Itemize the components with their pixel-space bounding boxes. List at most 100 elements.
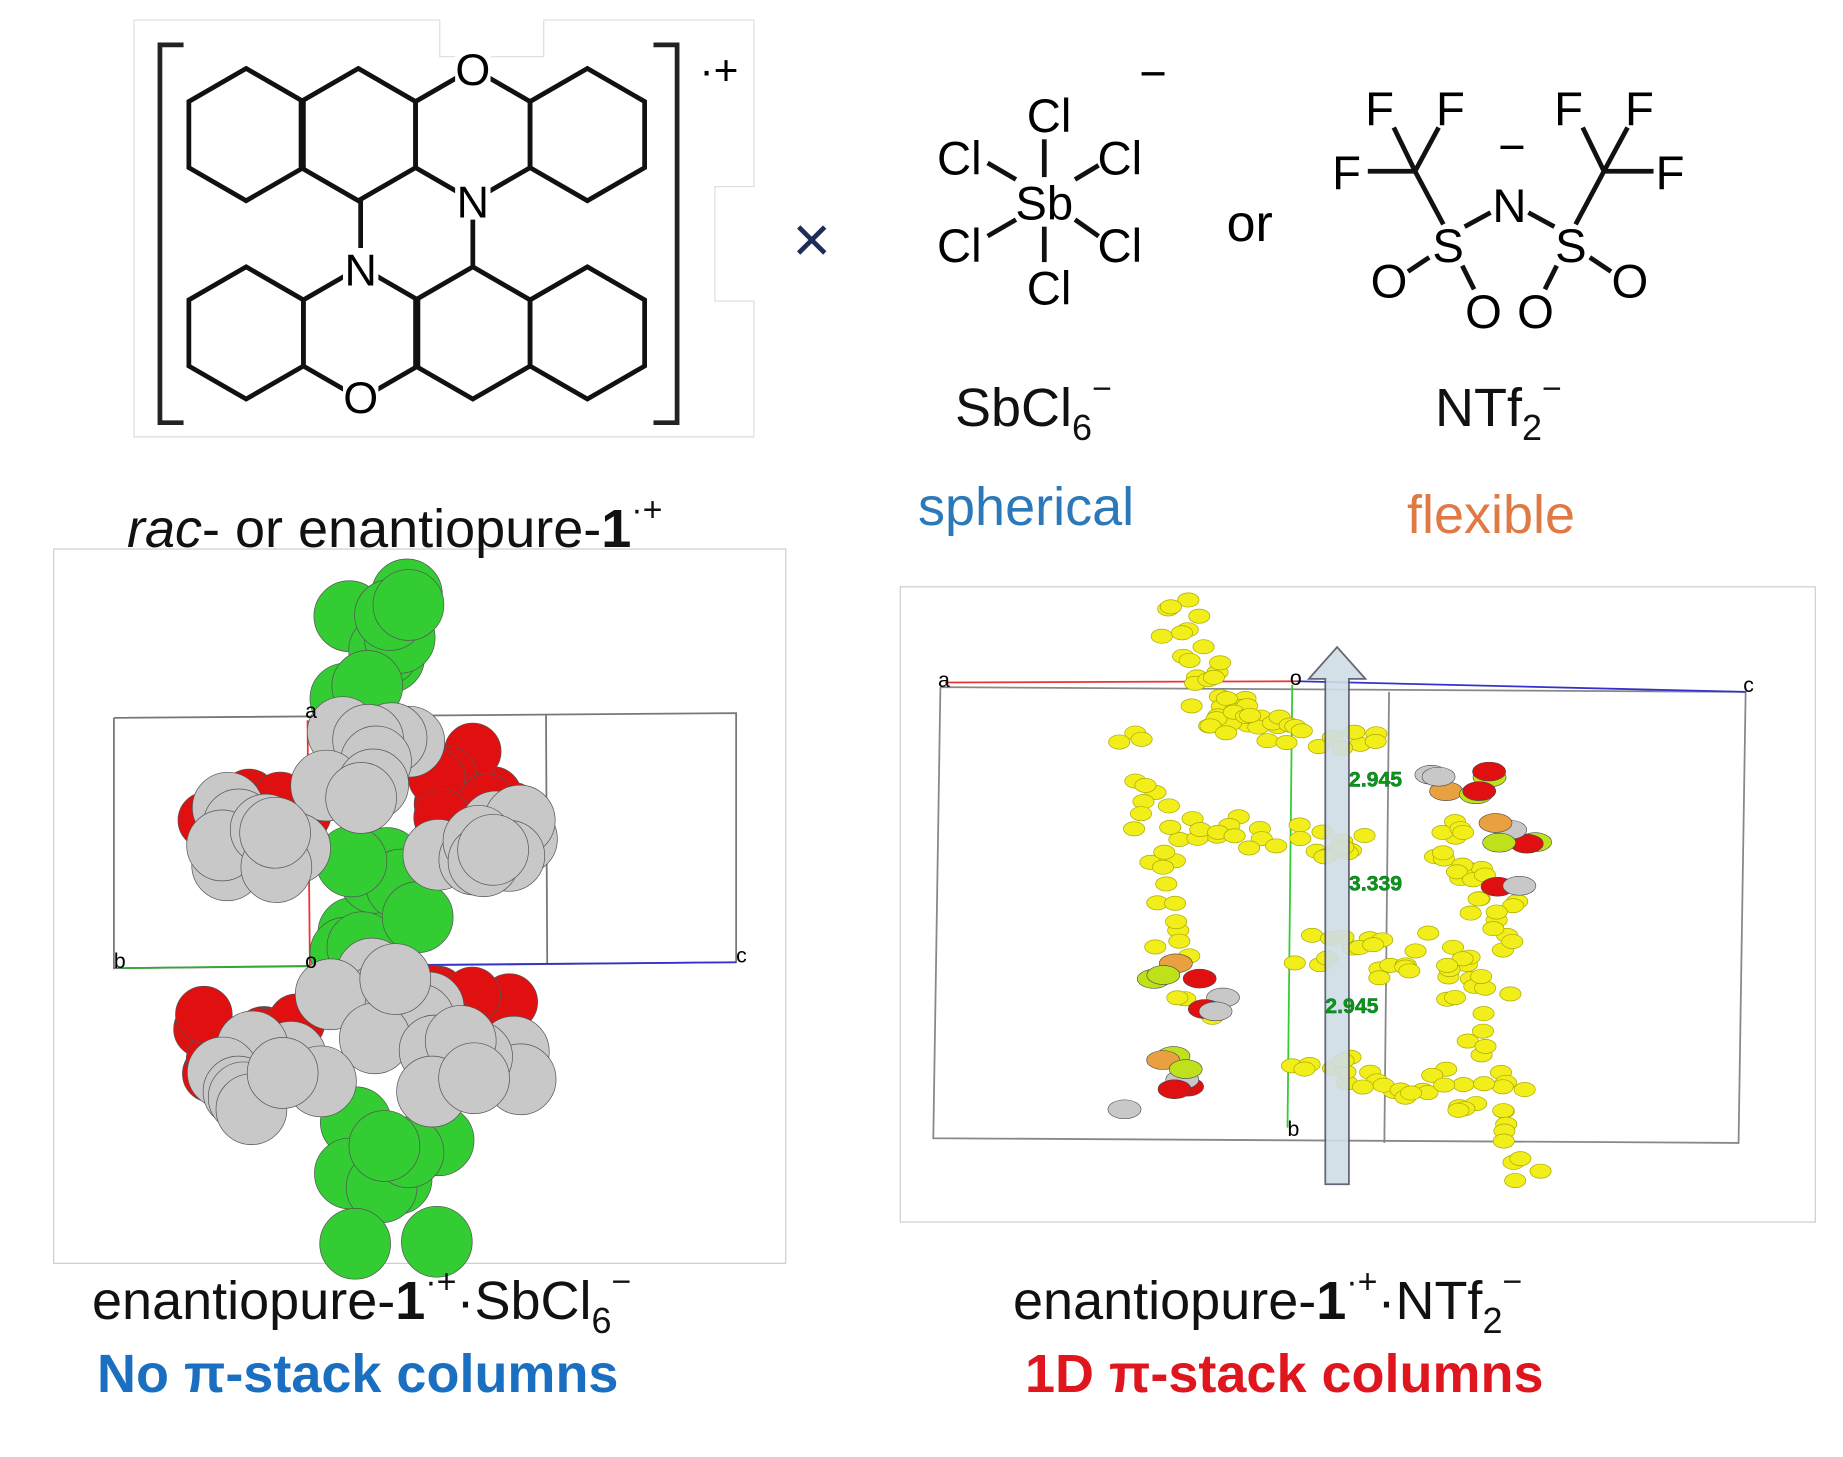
svg-text:a: a [305, 699, 317, 723]
anion-atom-ellipsoid [1182, 968, 1217, 989]
sbcl6-structure: Sb Cl Cl Cl Cl Cl Cl − [937, 48, 1167, 316]
stacking-arrow [1306, 645, 1368, 1186]
gray-atom-sphere [457, 814, 529, 886]
green-atom-sphere [348, 1110, 421, 1182]
carbon-atom-ellipsoid [1447, 1102, 1470, 1118]
svg-text:o: o [1290, 666, 1302, 690]
carbon-atom-ellipsoid [1151, 859, 1174, 875]
carbon-atom-ellipsoid [1239, 707, 1262, 723]
carbon-atom-ellipsoid [1223, 828, 1246, 844]
carbon-atom-ellipsoid [1130, 806, 1152, 822]
carbon-atom-ellipsoid [1238, 840, 1261, 856]
anion-atom-ellipsoid [1482, 832, 1516, 853]
anion-atom-ellipsoid [1146, 965, 1181, 985]
svg-text:c: c [736, 943, 747, 967]
ring-bond [527, 264, 647, 402]
svg-text:O: O [1371, 256, 1408, 309]
svg-text:O: O [1517, 286, 1554, 339]
carbon-atom-ellipsoid [1417, 925, 1440, 941]
ring-bond [527, 65, 647, 204]
ntf2-label: NTf2− [1435, 370, 1562, 448]
svg-text:O: O [1465, 286, 1502, 339]
carbon-atom-ellipsoid [1215, 725, 1238, 741]
carbon-atom-ellipsoid [1431, 845, 1454, 861]
anion-atom-ellipsoid [1107, 1099, 1142, 1120]
carbon-atom-ellipsoid [1159, 819, 1182, 835]
carbon-atom-ellipsoid [1400, 1085, 1423, 1101]
gray-atom-sphere [246, 1037, 319, 1109]
carbon-atom-ellipsoid [1165, 914, 1188, 930]
carbon-atom-ellipsoid [1501, 934, 1524, 949]
carbon-atom-ellipsoid [1288, 817, 1311, 833]
carbon-atom-ellipsoid [1421, 1067, 1444, 1083]
svg-text:F: F [1436, 83, 1465, 136]
carbon-atom-ellipsoid [1472, 1023, 1494, 1039]
carbon-atom-ellipsoid [1166, 990, 1189, 1006]
atom-sb: Sb [1015, 178, 1073, 231]
svg-text:3.339: 3.339 [1349, 871, 1402, 895]
anion-atom-ellipsoid [1462, 781, 1497, 801]
svg-text:2.945: 2.945 [1349, 767, 1402, 791]
svg-text:S: S [1432, 220, 1464, 273]
carbon-atom-ellipsoid [1474, 1038, 1497, 1054]
svg-text:−: − [1139, 48, 1167, 101]
svg-text:Cl: Cl [1027, 263, 1072, 316]
carbon-atom-ellipsoid [1473, 1076, 1495, 1092]
svg-text:Cl: Cl [1098, 133, 1143, 186]
anion-atom-ellipsoid [1157, 1079, 1192, 1099]
svg-text:c: c [1743, 673, 1754, 697]
ring-bond [186, 264, 306, 402]
times-sign: × [792, 203, 831, 277]
green-atom-sphere [319, 1208, 391, 1280]
atom-n-mid: N [457, 176, 489, 227]
green-atom-sphere [372, 569, 445, 641]
anion-atom-ellipsoid [1198, 1001, 1233, 1022]
carbon-atom-ellipsoid [1180, 698, 1203, 714]
ring-bond [298, 65, 418, 204]
cation-caption: rac- or enantiopure-1·+ [127, 491, 663, 559]
carbon-atom-ellipsoid [1504, 1173, 1527, 1188]
carbon-atom-ellipsoid [1123, 821, 1146, 837]
gray-atom-sphere [359, 943, 432, 1015]
svg-text:Cl: Cl [1098, 220, 1143, 273]
carbon-atom-ellipsoid [1362, 937, 1385, 953]
carbon-atom-ellipsoid [1170, 625, 1193, 641]
carbon-atom-ellipsoid [1492, 1133, 1515, 1149]
carbon-atom-ellipsoid [1168, 933, 1191, 949]
carbon-atom-ellipsoid [1499, 986, 1522, 1002]
svg-text:N: N [1492, 180, 1526, 233]
carbon-atom-ellipsoid [1150, 628, 1173, 644]
carbon-atom-ellipsoid [1491, 1079, 1514, 1095]
carbon-atom-ellipsoid [1472, 1006, 1495, 1022]
svg-text:Cl: Cl [1027, 90, 1072, 143]
carbon-atom-ellipsoid [1202, 670, 1225, 685]
gray-atom-sphere [438, 1042, 510, 1115]
carbon-atom-ellipsoid [1444, 990, 1466, 1005]
carbon-atom-ellipsoid [1529, 1163, 1552, 1179]
carbon-atom-ellipsoid [1301, 927, 1324, 943]
carbon-atom-ellipsoid [1188, 608, 1211, 624]
atom-o-bottom: O [343, 372, 378, 423]
carbon-atom-ellipsoid [1452, 825, 1475, 840]
carbon-atom-ellipsoid [1289, 831, 1312, 846]
carbon-atom-ellipsoid [1209, 655, 1232, 671]
carbon-atom-ellipsoid [1157, 798, 1180, 814]
carbon-atom-ellipsoid [1404, 943, 1427, 959]
carbon-atom-ellipsoid [1155, 876, 1178, 892]
carbon-atom-ellipsoid [1283, 955, 1306, 971]
svg-text:F: F [1656, 147, 1685, 200]
cation-structure: O N N O ·+ [133, 19, 755, 438]
carbon-atom-ellipsoid [1513, 1082, 1536, 1098]
svg-text:b: b [1288, 1117, 1300, 1141]
carbon-atom-ellipsoid [1153, 844, 1176, 860]
svg-text:F: F [1625, 83, 1654, 136]
carbon-atom-ellipsoid [1178, 652, 1201, 668]
green-atom-sphere [381, 881, 454, 953]
anion-atom-ellipsoid [1478, 813, 1513, 833]
flexible-descriptor: flexible [1407, 485, 1576, 545]
svg-text:S: S [1555, 220, 1587, 273]
carbon-atom-ellipsoid [1130, 731, 1153, 747]
carbon-atom-ellipsoid [1485, 904, 1508, 920]
